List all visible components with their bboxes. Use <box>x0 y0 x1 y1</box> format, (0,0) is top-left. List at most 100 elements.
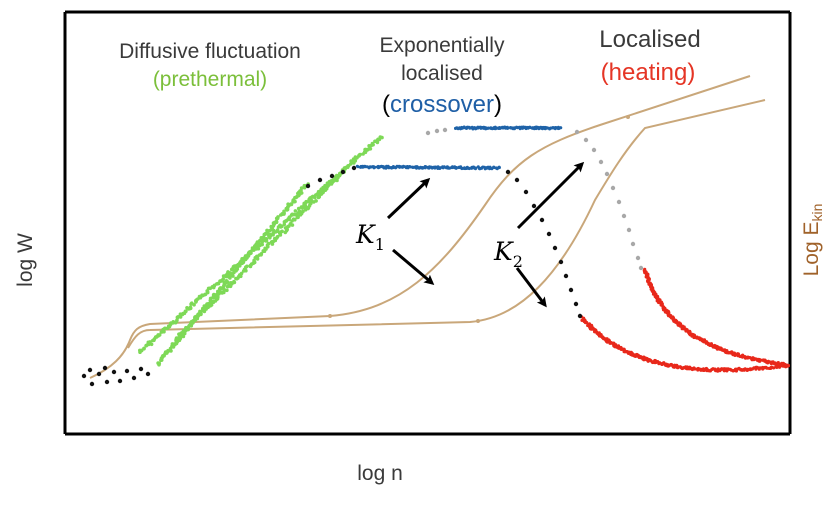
transition-dots-low-point <box>340 169 346 175</box>
region-crossover: Exponentially localised (crossover) <box>380 34 505 118</box>
transition-dots-drop-point <box>577 313 583 319</box>
heating-curve-1-point <box>720 367 724 371</box>
gray-dots-top <box>425 127 448 136</box>
transition-dots-start <box>81 365 151 387</box>
prethermal-line-3-point <box>174 336 179 340</box>
transition-dots-drop-point <box>573 301 579 307</box>
arrows <box>386 161 585 308</box>
heating-curve-2-point <box>688 330 692 334</box>
region-heating-title: Localised <box>599 26 700 53</box>
prethermal-line-1-point <box>183 309 188 314</box>
transition-dots-start-point <box>138 366 144 372</box>
transition-dots-start-point <box>131 375 137 381</box>
transition-dots-drop-point <box>546 231 552 237</box>
prethermal-line-1-point <box>268 232 272 237</box>
crossover-line-2-point <box>494 126 498 130</box>
transition-dots-low-point <box>329 173 335 179</box>
heating-curve-1-point <box>731 369 735 373</box>
gray-dots-drop-point <box>591 147 597 153</box>
prethermal-line-3-point <box>313 195 317 200</box>
prethermal-line-1-point <box>287 215 292 220</box>
k2-label: K2 <box>493 237 523 271</box>
heating-curve-1-point <box>757 367 761 371</box>
transition-dots-drop-point <box>523 189 529 195</box>
gray-dots-drop-point <box>616 199 622 205</box>
transition-dots-start-point <box>104 379 110 385</box>
gray-dots-top-point <box>425 130 431 136</box>
prethermal-line-2-point <box>299 186 304 190</box>
prethermal-line-1-point <box>371 142 375 147</box>
transition-dots-start-point <box>111 369 117 375</box>
crossover-line-1-point <box>467 167 471 171</box>
prethermal-line-2-point <box>259 237 263 242</box>
transition-dots-low <box>305 165 357 189</box>
gray-dots-drop-point <box>604 171 610 177</box>
prethermal-line-3-point <box>239 271 244 276</box>
prethermal-line-1-point <box>162 326 167 331</box>
prethermal-line-2-point <box>181 334 186 339</box>
transition-dots-start-point <box>87 367 93 373</box>
crossover-line-1-point <box>454 166 458 169</box>
heating-curve-1-point <box>740 368 744 372</box>
transition-dots-drop-point <box>552 245 558 251</box>
prethermal-line-3-point <box>189 322 194 326</box>
crossover-line-1-point <box>429 165 433 169</box>
prethermal-line-3-point <box>245 264 249 269</box>
prethermal-line-1-point <box>178 315 183 319</box>
crossover-line-1-point <box>474 166 478 170</box>
crossover-line-1-point <box>485 166 489 169</box>
transition-dots-start-point <box>117 378 123 384</box>
gray-dots-top-point <box>442 127 448 133</box>
arrow-k1-up <box>386 177 431 220</box>
prethermal-line-1-point <box>148 340 152 344</box>
prethermal-line-1-point <box>260 242 265 247</box>
prethermal-line-1-point <box>280 224 284 229</box>
gray-dots-top-point <box>434 128 440 134</box>
k1-label: K1 <box>355 220 385 254</box>
transition-dots-low-point <box>317 177 323 183</box>
prethermal-line-1-point <box>157 333 162 337</box>
prethermal-line-3-point <box>225 288 229 293</box>
region-crossover-line1: Exponentially <box>380 34 505 57</box>
heating-curve-2-point <box>786 363 791 368</box>
region-prethermal-tag: (prethermal) <box>153 68 267 91</box>
heating-curve-2-point <box>715 347 720 351</box>
transition-dots-drop-point <box>531 203 537 209</box>
prethermal-line-2-point <box>224 279 229 283</box>
energy-curve-marker <box>328 314 332 318</box>
prethermal-line-1-point <box>221 277 225 281</box>
transition-dots-drop-point <box>505 169 511 175</box>
prethermal-line-1-point <box>358 152 362 157</box>
transition-dots-start-point <box>124 368 130 374</box>
x-axis-label: log n <box>357 462 403 485</box>
heating-curve-2 <box>642 267 791 368</box>
axes <box>63 10 792 436</box>
prethermal-line-1-point <box>296 206 301 211</box>
gray-dots-drop-point <box>610 185 616 191</box>
energy-curves <box>89 75 766 379</box>
gray-dots-drop-point <box>626 227 632 233</box>
prethermal-line-1-point <box>368 147 373 151</box>
gray-dots-drop-point <box>635 255 641 261</box>
prethermal-line-1-point <box>188 305 193 310</box>
crossover-line-1-point <box>408 165 412 168</box>
region-prethermal: Diffusive fluctuation (prethermal) <box>119 40 301 91</box>
prethermal-line-2-point <box>282 209 286 214</box>
prethermal-line-1-point <box>205 289 210 294</box>
heating-curve-1-point <box>630 352 635 356</box>
energy-curve-2 <box>127 99 766 349</box>
gray-dots-drop-point <box>583 137 589 143</box>
prethermal-line-3-point <box>195 316 200 321</box>
prethermal-line-3-point <box>199 311 203 315</box>
prethermal-line-1-point <box>275 228 280 232</box>
transition-dots-start-point <box>96 371 102 377</box>
region-heating: Localised (heating) <box>599 26 700 86</box>
prethermal-line-1-point <box>343 167 347 171</box>
prethermal-line-3-point <box>219 290 223 294</box>
prethermal-line-3-point <box>300 209 305 214</box>
prethermal-line-2-point <box>249 251 253 255</box>
prethermal-line-3-point <box>274 236 279 240</box>
gray-dots-drop-point <box>630 241 636 247</box>
heating-curve-1-point <box>746 367 750 371</box>
